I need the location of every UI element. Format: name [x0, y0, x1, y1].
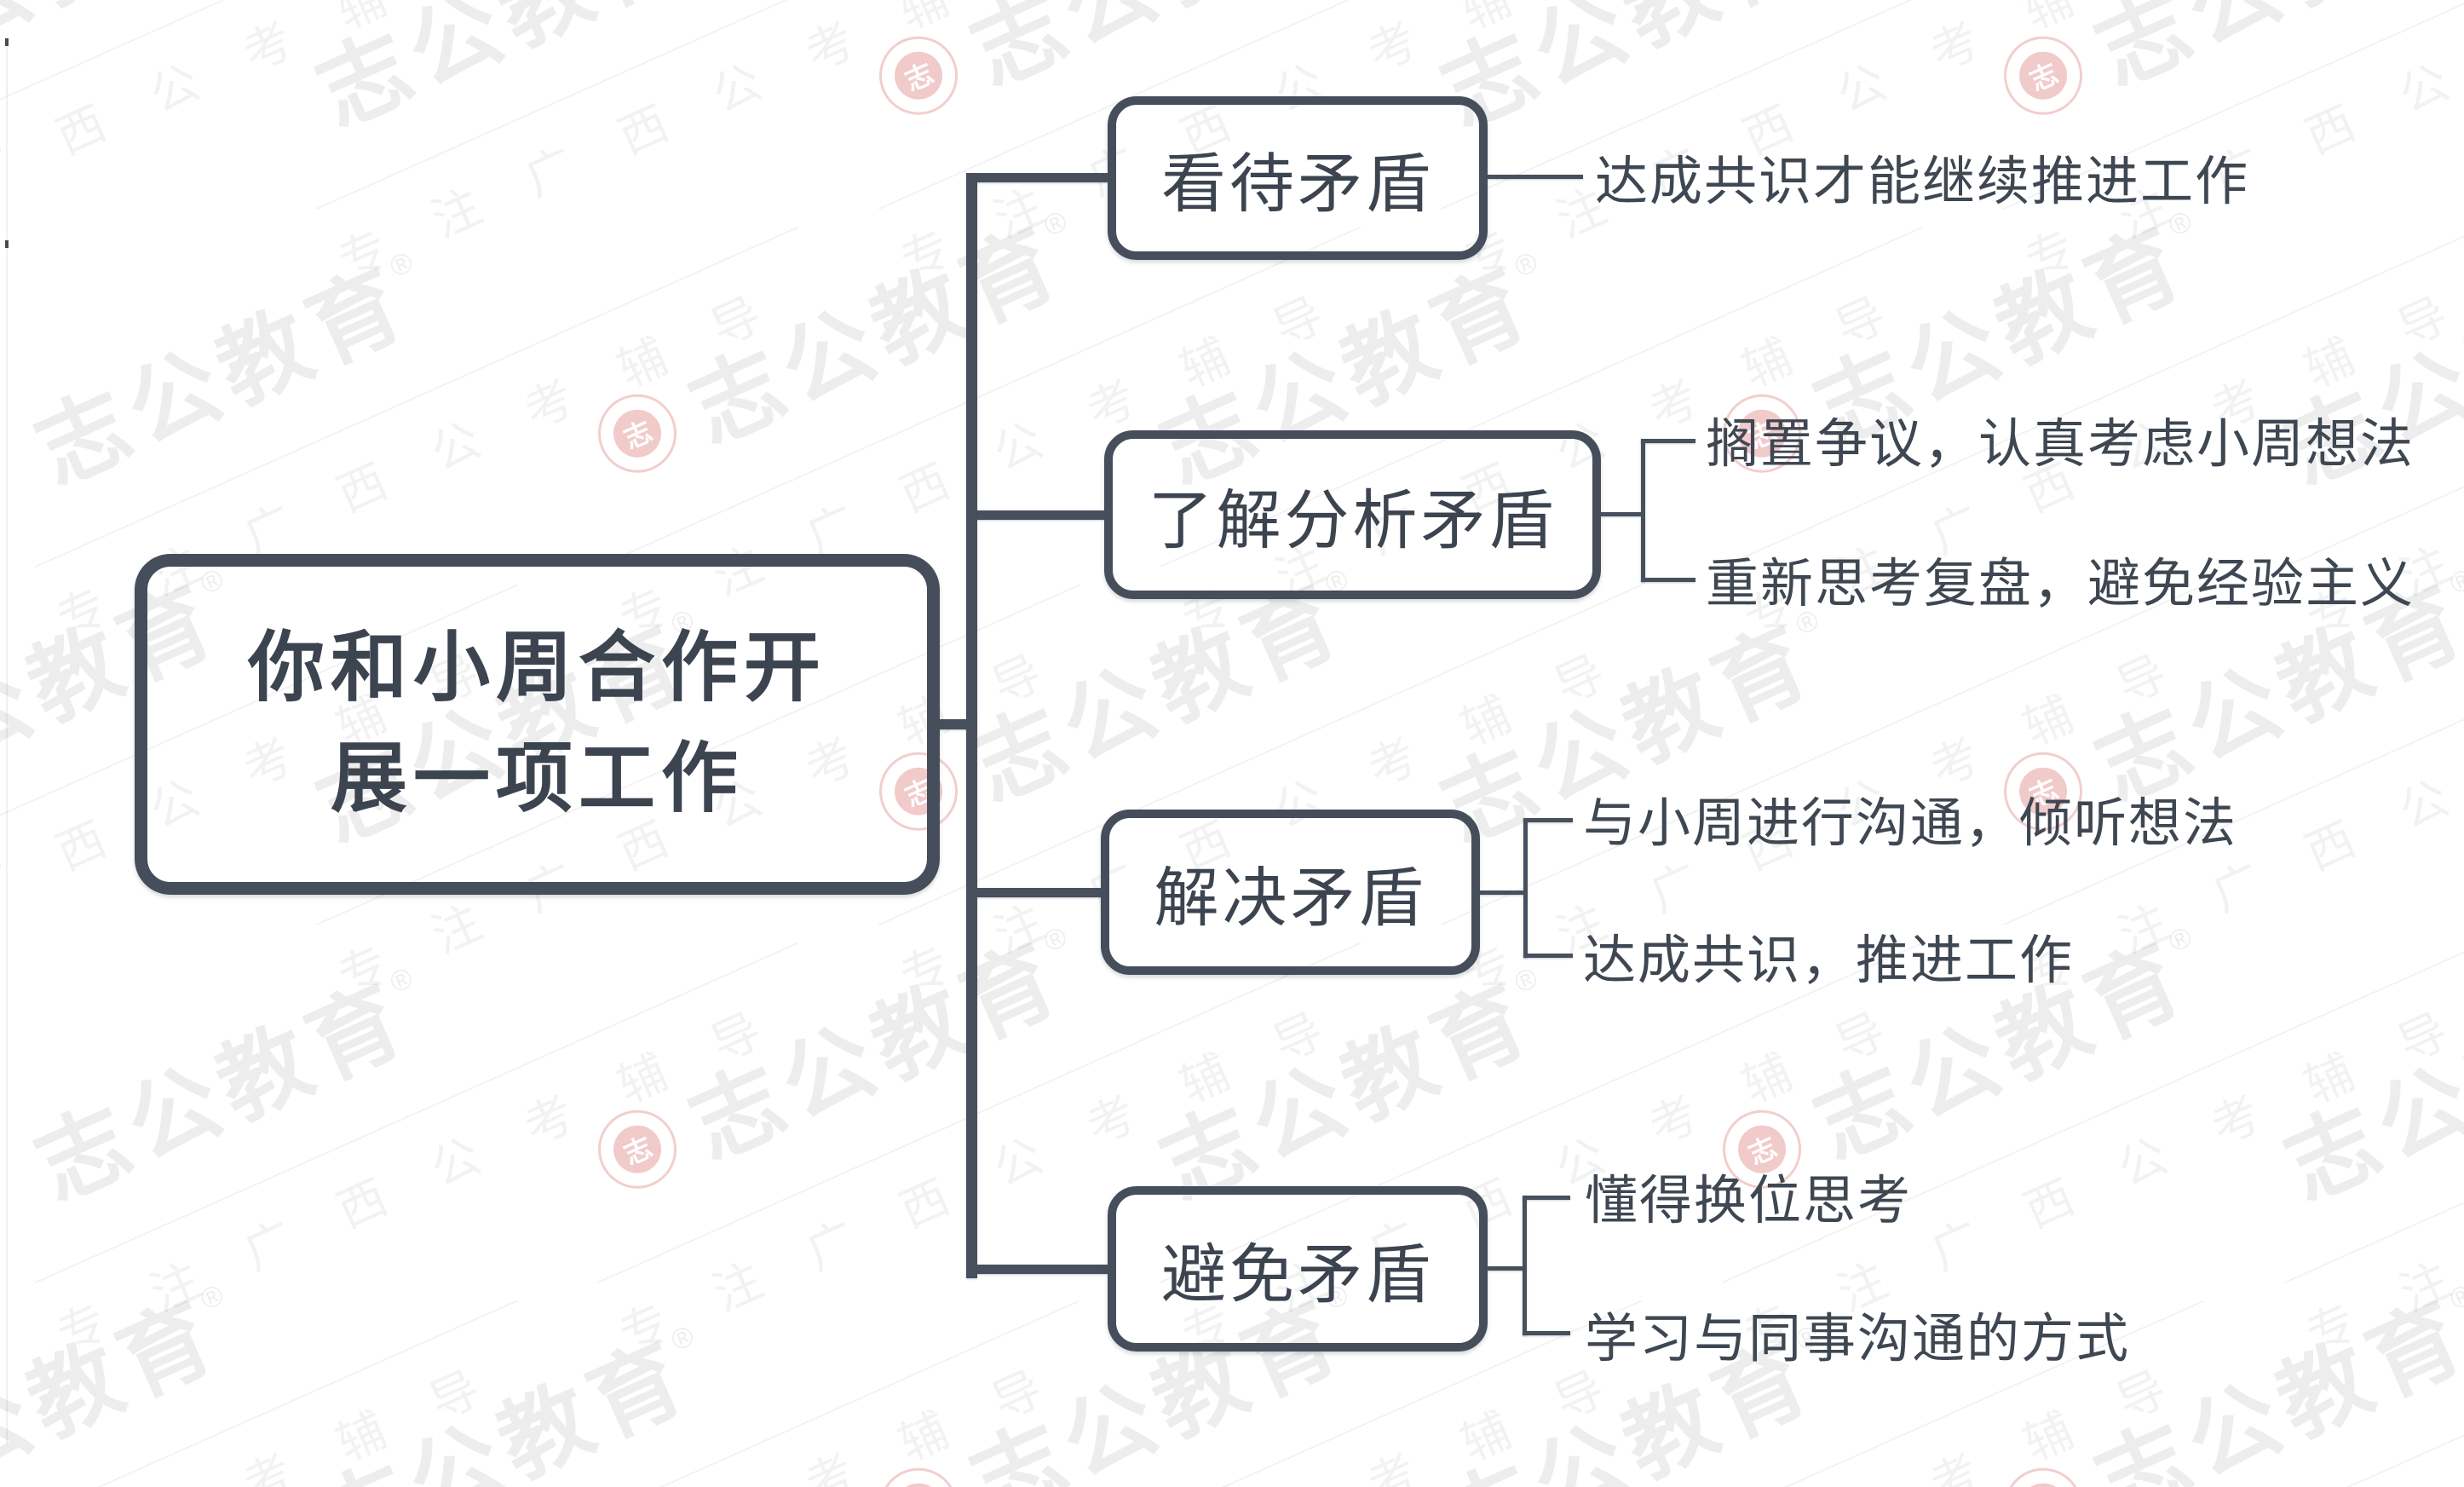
leaf-bracket-line — [1523, 1196, 1527, 1335]
leaf-bracket-line — [1641, 439, 1645, 582]
leaf-node[interactable]: 达成共识，推进工作 — [1583, 931, 2075, 991]
branch-node-3-label: 解决矛盾 — [1154, 862, 1427, 935]
leaf-connector-line — [1488, 1266, 1523, 1271]
leaf-stub-line — [1523, 818, 1573, 822]
branch-node-1-label: 看待矛盾 — [1161, 148, 1434, 221]
leaf-node[interactable]: 搁置争议，认真考虑小周想法 — [1706, 415, 2415, 475]
leaf-connector-line — [1480, 890, 1523, 895]
leaf-node[interactable]: 达成共识才能继续推进工作 — [1595, 153, 2250, 212]
leaf-node[interactable]: 学习与同事沟通的方式 — [1585, 1310, 2131, 1369]
leaf-connector-line — [1601, 512, 1641, 516]
page-edge-tick — [5, 240, 9, 248]
branch-2-connector-line — [977, 510, 1104, 520]
leaf-node[interactable]: 重新思考复盘，避免经验主义 — [1706, 555, 2415, 614]
leaf-stub-line — [1523, 1196, 1570, 1200]
branch-node-4[interactable]: 避免矛盾 — [1108, 1186, 1488, 1352]
leaf-bracket-line — [1523, 818, 1528, 958]
leaf-stub-line — [1641, 439, 1695, 443]
branch-node-4-label: 避免矛盾 — [1161, 1239, 1434, 1311]
trunk-line — [966, 173, 977, 1278]
page-edge-line — [6, 38, 8, 1444]
leaf-stub-line — [1641, 578, 1695, 582]
leaf-node[interactable]: 与小周进行沟通，倾听想法 — [1583, 794, 2238, 854]
leaf-stub-line — [1523, 1331, 1570, 1335]
leaf-connector-line — [1488, 175, 1583, 179]
root-node-label: 你和小周合作开展一项工作 — [248, 625, 826, 821]
branch-1-connector-line — [977, 173, 1108, 182]
page-edge-tick — [5, 38, 9, 46]
leaf-stub-line — [1523, 954, 1573, 958]
branch-node-2-label: 了解分析矛盾 — [1148, 485, 1557, 557]
branch-3-connector-line — [977, 888, 1101, 897]
branch-4-connector-line — [977, 1265, 1108, 1274]
branch-node-1[interactable]: 看待矛盾 — [1108, 96, 1488, 260]
branch-node-2[interactable]: 了解分析矛盾 — [1104, 430, 1601, 599]
branch-node-3[interactable]: 解决矛盾 — [1101, 810, 1480, 975]
leaf-node[interactable]: 懂得换位思考 — [1585, 1172, 1913, 1231]
root-node[interactable]: 你和小周合作开展一项工作 — [135, 554, 940, 895]
